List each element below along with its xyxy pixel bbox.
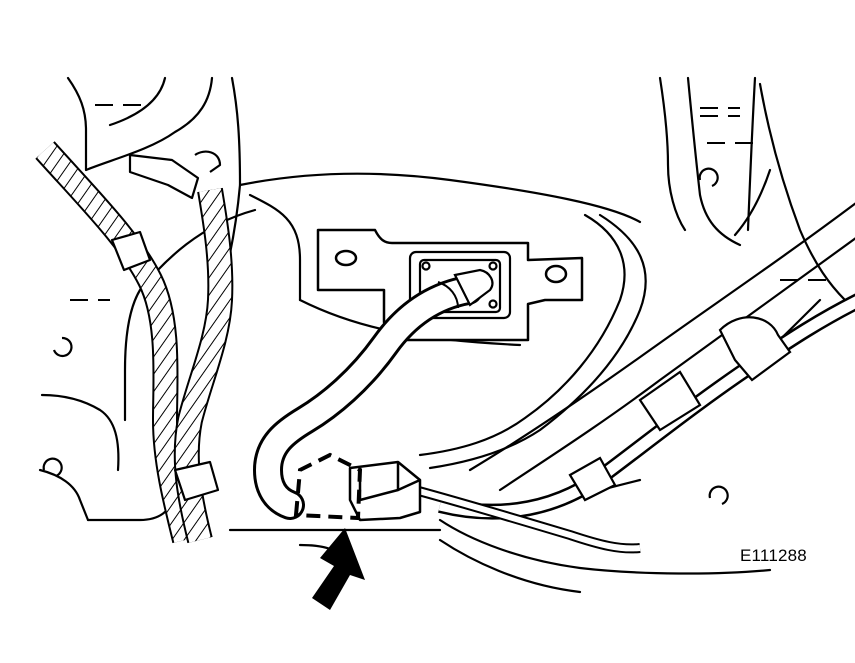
mounting-holes bbox=[42, 167, 729, 506]
harness-right bbox=[413, 293, 855, 554]
sleeve-icon bbox=[568, 456, 617, 502]
arrow-icon bbox=[312, 528, 365, 610]
clip-icon bbox=[128, 153, 200, 200]
hole-icon bbox=[42, 457, 63, 478]
sleeve-icon bbox=[718, 316, 792, 382]
hole-icon bbox=[698, 167, 719, 188]
bracket-hole-icon bbox=[544, 264, 568, 284]
clip-icon bbox=[194, 150, 222, 173]
connector-highlight bbox=[293, 452, 363, 521]
harness-clips bbox=[110, 150, 222, 502]
connector-cable bbox=[252, 268, 494, 520]
hole-icon bbox=[708, 485, 729, 506]
figure-code: E111288 bbox=[740, 546, 807, 565]
clip-icon bbox=[110, 230, 152, 272]
sleeve-icon bbox=[638, 370, 702, 432]
hole-icon bbox=[52, 336, 73, 358]
clip-icon bbox=[173, 460, 220, 502]
dashed-reference-lines bbox=[70, 104, 830, 301]
body-panel-outlines bbox=[38, 76, 855, 594]
bracket-hole-icon bbox=[334, 249, 358, 267]
